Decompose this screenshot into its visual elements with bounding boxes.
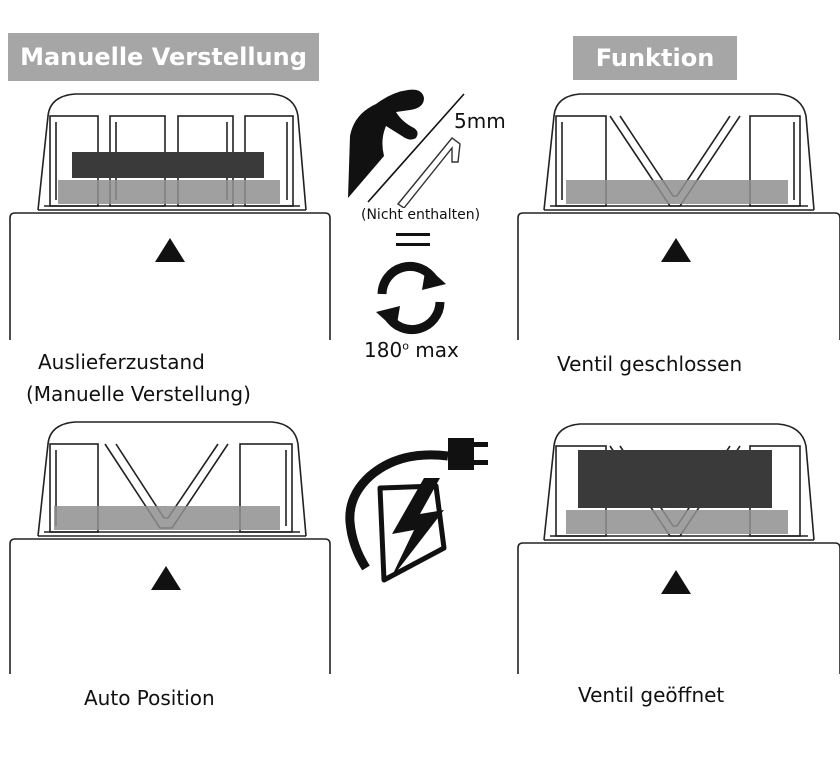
arrow-up-icon <box>151 566 181 590</box>
dark-indicator-band <box>578 450 772 508</box>
dark-indicator-band <box>72 152 264 178</box>
light-indicator-band <box>566 510 788 534</box>
wrench-size-label: 5mm <box>454 109 506 133</box>
caption-valve-closed: Ventil geschlossen <box>557 352 743 376</box>
header-manual-adjustment-label: Manuelle Verstellung <box>20 43 307 71</box>
header-manual-adjustment: Manuelle Verstellung <box>8 33 319 81</box>
lightning-icon <box>377 478 447 583</box>
caption-auto-position: Auto Position <box>84 686 215 710</box>
hand-hex-key-group <box>348 89 465 208</box>
equals-icon <box>396 233 430 246</box>
light-indicator-band <box>58 180 280 204</box>
power-plug-icon <box>345 438 488 571</box>
thermostat-auto-position <box>9 421 331 674</box>
light-indicator-band <box>54 506 280 530</box>
caption-delivery-state-line1: Auslieferzustand <box>38 350 205 374</box>
thermostat-delivery-state <box>9 93 331 340</box>
rotation-suffix: max <box>408 338 459 362</box>
caption-delivery-state-line2: (Manuelle Verstellung) <box>26 382 251 406</box>
not-included-label: (Nicht enthalten) <box>361 207 481 223</box>
divider-slash <box>367 93 465 203</box>
rotation-degree: o <box>402 339 409 353</box>
header-function: Funktion <box>573 36 737 80</box>
arrow-up-icon <box>155 238 185 262</box>
header-function-label: Funktion <box>595 44 715 72</box>
power-warning-group <box>345 438 488 583</box>
rotation-limit-label: 180o max <box>364 338 459 362</box>
arrow-up-icon <box>661 238 691 262</box>
caption-valve-open: Ventil geöffnet <box>578 683 725 707</box>
arrow-up-icon <box>661 570 691 594</box>
hand-icon <box>348 89 424 198</box>
rotation-value: 180 <box>364 338 403 362</box>
thermostat-valve-closed <box>517 93 840 340</box>
hex-key-icon <box>396 137 461 208</box>
light-indicator-band <box>566 180 788 204</box>
thermostat-valve-open <box>517 423 840 674</box>
rotate-icon <box>376 261 446 335</box>
